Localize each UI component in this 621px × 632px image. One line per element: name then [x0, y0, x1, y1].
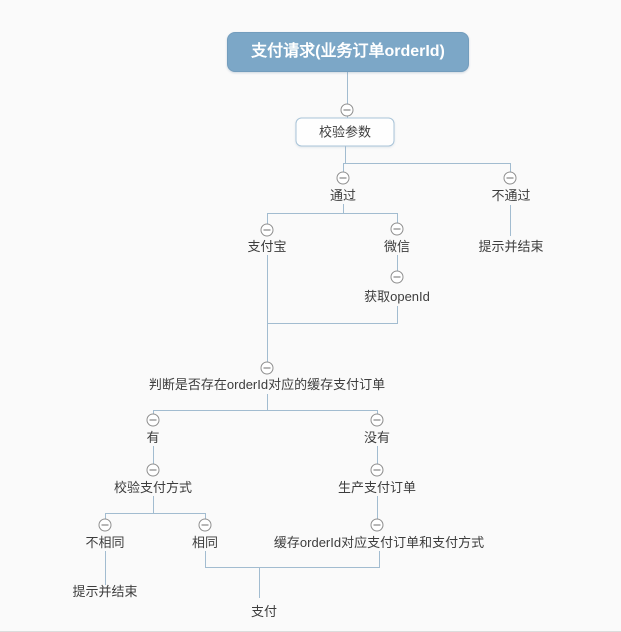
node-different[interactable]: 不相同	[85, 535, 125, 551]
connector-line	[153, 446, 154, 470]
connector-line	[267, 255, 268, 368]
node-not-exists[interactable]: 没有	[363, 430, 391, 446]
node-prompt-end-right[interactable]: 提示并结束	[478, 239, 544, 255]
node-not-pass[interactable]: 不通过	[491, 188, 531, 204]
node-same[interactable]: 相同	[191, 535, 219, 551]
connector-line	[510, 163, 511, 178]
collapse-minus-icon[interactable]	[98, 518, 112, 532]
node-verify-payment-method[interactable]: 校验支付方式	[113, 480, 193, 496]
connector-line	[343, 163, 511, 164]
connector-line	[153, 496, 154, 513]
connector-line	[379, 551, 380, 567]
connector-line	[343, 204, 344, 213]
collapse-minus-icon[interactable]	[503, 171, 517, 185]
collapse-minus-icon[interactable]	[336, 171, 350, 185]
node-payment-request-root[interactable]: 支付请求(业务订单orderId)	[227, 32, 469, 72]
connector-line	[259, 567, 260, 598]
collapse-minus-icon[interactable]	[340, 103, 354, 117]
collapse-minus-icon[interactable]	[146, 413, 160, 427]
connector-line	[267, 323, 398, 324]
node-pay[interactable]: 支付	[250, 604, 278, 620]
connector-line	[397, 255, 398, 277]
connector-line	[347, 71, 348, 119]
connector-line	[397, 306, 398, 323]
node-get-openid[interactable]: 获取openId	[364, 289, 430, 305]
connector-line	[153, 410, 378, 411]
node-alipay[interactable]: 支付宝	[247, 239, 287, 255]
connector-line	[105, 513, 206, 514]
node-validate-params[interactable]: 校验参数	[295, 117, 395, 147]
connector-line	[345, 146, 346, 164]
node-prompt-end-left[interactable]: 提示并结束	[72, 584, 138, 600]
connector-line	[267, 213, 398, 214]
connector-line	[377, 446, 378, 470]
collapse-minus-icon[interactable]	[390, 270, 404, 284]
node-exists[interactable]: 有	[146, 430, 160, 446]
collapse-minus-icon[interactable]	[370, 518, 384, 532]
collapse-minus-icon[interactable]	[370, 463, 384, 477]
node-wechat[interactable]: 微信	[383, 239, 411, 255]
connector-line	[205, 567, 380, 568]
connector-line	[205, 551, 206, 567]
collapse-minus-icon[interactable]	[146, 463, 160, 477]
collapse-minus-icon[interactable]	[198, 518, 212, 532]
node-check-cached-order[interactable]: 判断是否存在orderId对应的缓存支付订单	[148, 377, 386, 393]
connector-line	[377, 496, 378, 525]
node-create-payment-order[interactable]: 生产支付订单	[337, 480, 417, 496]
collapse-minus-icon[interactable]	[370, 413, 384, 427]
node-pass[interactable]: 通过	[329, 188, 357, 204]
collapse-minus-icon[interactable]	[390, 222, 404, 236]
node-cache-order-method[interactable]: 缓存orderId对应支付订单和支付方式	[273, 535, 485, 551]
connector-line	[397, 213, 398, 229]
collapse-minus-icon[interactable]	[260, 223, 274, 237]
collapse-minus-icon[interactable]	[260, 361, 274, 375]
connector-line	[105, 551, 106, 585]
connector-line	[267, 213, 268, 230]
connector-line	[267, 394, 268, 410]
connector-line	[343, 163, 344, 178]
connector-line	[510, 205, 511, 236]
